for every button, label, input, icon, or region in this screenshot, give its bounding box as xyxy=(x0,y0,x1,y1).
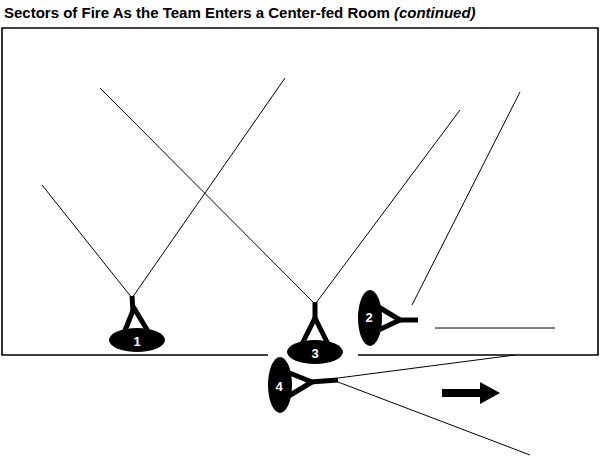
soldier-figure xyxy=(109,296,165,352)
sector-line xyxy=(338,382,530,455)
callout-number: 1 xyxy=(129,334,145,350)
callout-number: 4 xyxy=(271,379,287,395)
sector-line xyxy=(132,78,285,298)
title-row: Sectors of Fire As the Team Enters a Cen… xyxy=(4,4,476,21)
sector-line xyxy=(42,185,132,298)
sector-line xyxy=(100,88,314,303)
sector-line xyxy=(338,355,515,378)
sector-line xyxy=(316,110,460,303)
soldier-figure xyxy=(268,357,338,413)
room-wall xyxy=(2,28,598,355)
soldier-figure xyxy=(358,290,418,346)
sector-line xyxy=(435,328,555,329)
callout-number: 3 xyxy=(307,346,323,362)
soldier-figure xyxy=(287,302,343,364)
movement-arrow xyxy=(442,382,500,404)
sector-line xyxy=(412,92,520,305)
title-note: (continued) xyxy=(394,4,476,21)
title: Sectors of Fire As the Team Enters a Cen… xyxy=(4,4,390,21)
callout-number: 2 xyxy=(361,310,377,326)
